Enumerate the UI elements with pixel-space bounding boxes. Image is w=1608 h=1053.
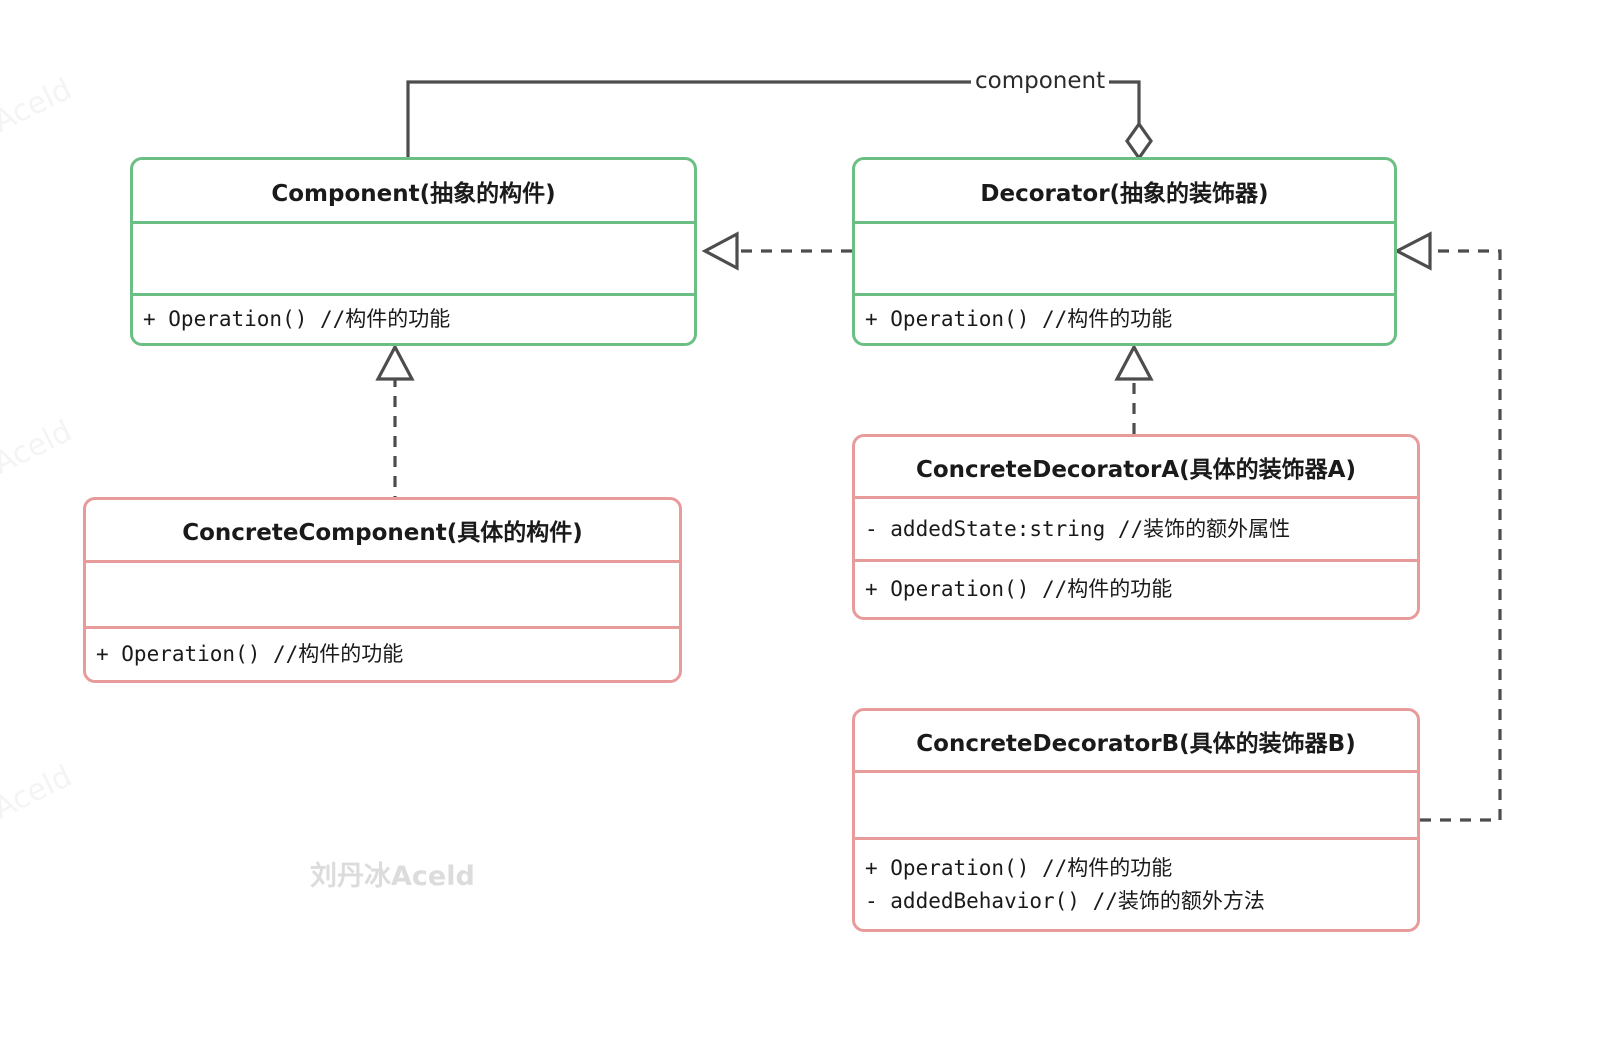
class-box-concrete-decorator-a[interactable]: ConcreteDecoratorA(具体的装饰器A) - addedState… xyxy=(852,434,1420,620)
class-attributes-decorator xyxy=(855,221,1394,293)
class-title-concrete-decorator-a: ConcreteDecoratorA(具体的装饰器A) xyxy=(916,456,1356,483)
class-operations-concrete-component: + Operation() //构件的功能 xyxy=(86,626,679,680)
class-attributes-component xyxy=(133,221,694,293)
watermark-edge-bottom: Aceld xyxy=(0,758,78,827)
class-title-decorator: Decorator(抽象的装饰器) xyxy=(980,180,1269,207)
class-box-component[interactable]: Component(抽象的构件) + Operation() //构件的功能 xyxy=(130,157,697,346)
class-box-concrete-decorator-b[interactable]: ConcreteDecoratorB(具体的装饰器B) + Operation(… xyxy=(852,708,1420,932)
edge-realization-concretedecoratora-to-decorator xyxy=(1114,343,1154,434)
hollow-triangle-marker xyxy=(701,231,739,271)
class-operation-row: + Operation() //构件的功能 xyxy=(865,577,1173,602)
class-attributes-concrete-decorator-a: - addedState:string //装饰的额外属性 xyxy=(855,496,1417,559)
class-operations-component: + Operation() //构件的功能 xyxy=(133,293,694,343)
hollow-triangle-marker xyxy=(375,343,415,381)
class-title-concrete-decorator-b: ConcreteDecoratorB(具体的装饰器B) xyxy=(916,730,1356,757)
hollow-triangle-marker xyxy=(1114,343,1154,381)
class-operations-concrete-decorator-b: + Operation() //构件的功能 - addedBehavior() … xyxy=(855,837,1417,929)
class-title-component: Component(抽象的构件) xyxy=(271,180,556,207)
edge-realization-decorator-to-component xyxy=(701,231,852,271)
class-attributes-concrete-component xyxy=(86,560,679,626)
class-title-concrete-component: ConcreteComponent(具体的构件) xyxy=(182,520,583,546)
class-operations-decorator: + Operation() //构件的功能 xyxy=(855,293,1394,343)
hollow-triangle-marker xyxy=(1393,231,1432,271)
class-operation-row: + Operation() //构件的功能 xyxy=(96,642,404,667)
class-box-concrete-component[interactable]: ConcreteComponent(具体的构件) + Operation() /… xyxy=(83,497,682,683)
edge-label-component: component xyxy=(971,68,1110,94)
class-attribute-row: - addedState:string //装饰的额外属性 xyxy=(865,516,1291,541)
watermark-edge-top: Aceld xyxy=(0,71,78,140)
class-operation-row: + Operation() //构件的功能 xyxy=(143,307,451,332)
class-operations-concrete-decorator-a: + Operation() //构件的功能 xyxy=(855,559,1417,617)
watermark-edge-middle: Aceld xyxy=(0,413,78,482)
watermark-center: 刘丹冰Aceld xyxy=(310,861,475,892)
edge-realization-concretecomponent-to-component xyxy=(375,343,415,507)
class-operation-row: + Operation() //构件的功能 xyxy=(865,307,1173,332)
class-operation-row: - addedBehavior() //装饰的额外方法 xyxy=(865,888,1265,913)
class-box-decorator[interactable]: Decorator(抽象的装饰器) + Operation() //构件的功能 xyxy=(852,157,1397,346)
hollow-diamond-marker xyxy=(1125,121,1153,161)
class-attributes-concrete-decorator-b xyxy=(855,770,1417,837)
class-operation-row: + Operation() //构件的功能 xyxy=(865,855,1173,880)
